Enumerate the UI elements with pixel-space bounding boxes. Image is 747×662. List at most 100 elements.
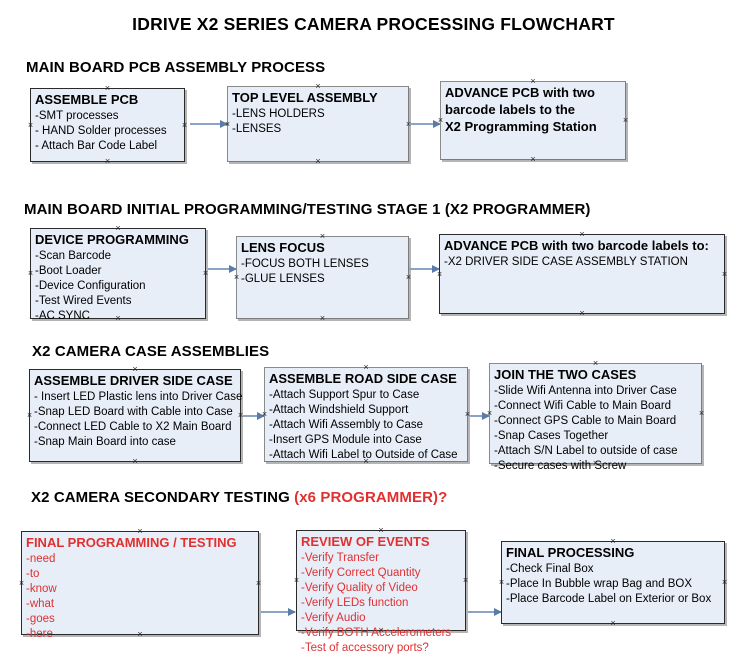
resize-handle-right[interactable]	[721, 579, 728, 586]
resize-handle-bottom[interactable]	[579, 310, 586, 317]
box-line: -Connect GPS Cable to Main Board	[494, 415, 677, 427]
resize-handle-left[interactable]	[27, 122, 34, 129]
resize-handle-bottom[interactable]	[319, 315, 326, 322]
resize-handle-right[interactable]	[462, 577, 469, 584]
box-heading: FINAL PROCESSING	[506, 545, 635, 560]
box-heading: ASSEMBLE ROAD SIDE CASE	[269, 371, 457, 386]
resize-handle-top[interactable]	[592, 360, 599, 367]
box-line: -Attach S/N Label to outside of case	[494, 445, 678, 457]
box-line: -GLUE LENSES	[241, 273, 325, 285]
section-heading-text: MAIN BOARD INITIAL PROGRAMMING/TESTING S…	[24, 201, 591, 218]
page-title: IDRIVE X2 SERIES CAMERA PROCESSING FLOWC…	[132, 14, 615, 34]
resize-handle-right[interactable]	[698, 410, 705, 417]
box-final-processing[interactable]: FINAL PROCESSING -Check Final Box -Place…	[501, 541, 725, 624]
box-line: -X2 DRIVER SIDE CASE ASSEMBLY STATION	[444, 256, 688, 268]
section-heading-main-board-pcb-assembly: MAIN BOARD PCB ASSEMBLY PROCESS	[26, 59, 325, 76]
resize-handle-bottom[interactable]	[315, 158, 322, 165]
box-line: -Slide Wifi Antenna into Driver Case	[494, 385, 677, 397]
resize-handle-top[interactable]	[530, 78, 537, 85]
resize-handle-right[interactable]	[255, 580, 262, 587]
box-lens-focus[interactable]: LENS FOCUS -FOCUS BOTH LENSES -GLUE LENS…	[236, 236, 409, 319]
resize-handle-right[interactable]	[405, 274, 412, 281]
box-assemble-driver-side-case[interactable]: ASSEMBLE DRIVER SIDE CASE - Insert LED P…	[26, 366, 243, 465]
box-assemble-pcb[interactable]: ASSEMBLE PCB -SMT processes - HAND Solde…	[30, 88, 185, 162]
box-line: - Insert LED Plastic lens into Driver Ca…	[34, 391, 243, 403]
box-line: -AC SYNC	[35, 310, 90, 322]
box-join-the-two-cases[interactable]: JOIN THE TWO CASES -Slide Wifi Antenna i…	[489, 360, 705, 472]
box-line: -what	[26, 598, 55, 610]
box-heading: FINAL PROGRAMMING / TESTING	[26, 535, 237, 550]
box-advance-pcb-programming-station[interactable]: ADVANCE PCB with two barcode labels to t…	[440, 81, 626, 160]
box-heading: LENS FOCUS	[241, 240, 325, 255]
connector-road-side-to-join-cases	[470, 411, 490, 420]
box-heading: ASSEMBLE PCB	[35, 92, 139, 107]
connector-device-programming-to-lens-focus	[208, 264, 237, 273]
box-line: -Snap Cases Together	[494, 430, 609, 442]
resize-handle-top[interactable]	[132, 366, 139, 373]
box-line: barcode labels to the	[445, 102, 576, 117]
box-line: -Check Final Box	[506, 563, 594, 575]
arrowhead-icon	[229, 264, 237, 273]
resize-handle-bottom[interactable]	[530, 156, 537, 163]
box-line: -Snap LED Board with Cable into Case	[34, 406, 233, 418]
resize-handle-bottom[interactable]	[610, 620, 617, 627]
box-top-level-assembly[interactable]: TOP LEVEL ASSEMBLY -LENS HOLDERS -LENSES	[227, 86, 409, 162]
arrowhead-icon	[220, 119, 228, 128]
box-line: -Test Wired Events	[35, 295, 132, 307]
connector-review-of-events-to-final-processing	[468, 607, 502, 616]
box-advance-pcb-driver-side-case[interactable]: ADVANCE PCB with two barcode labels to: …	[439, 234, 725, 314]
resize-handle-left[interactable]	[293, 577, 300, 584]
resize-handle-bottom[interactable]	[104, 158, 111, 165]
box-line: X2 Programming Station	[445, 119, 597, 134]
resize-handle-top[interactable]	[104, 85, 111, 92]
box-line: -Attach Wifi Assembly to Case	[269, 419, 424, 431]
box-line: -Connect Wifi Cable to Main Board	[494, 400, 672, 412]
box-line: -Verify LEDs function	[301, 597, 409, 609]
box-line: -here	[26, 628, 53, 640]
arrowhead-icon	[288, 607, 296, 616]
resize-handle-top[interactable]	[610, 538, 617, 545]
box-review-of-events[interactable]: REVIEW OF EVENTS -Verify Transfer -Verif…	[293, 527, 469, 654]
resize-handle-left[interactable]	[18, 580, 25, 587]
resize-handle-top[interactable]	[115, 225, 122, 232]
box-line: -Attach Windshield Support	[269, 404, 409, 416]
section-heading-accent: (x6 PROGRAMMER)?	[294, 489, 448, 506]
resize-handle-right[interactable]	[721, 271, 728, 278]
box-line: -Verify BOTH Accelerometers	[301, 627, 452, 639]
section-heading-x2-camera-case-assemblies: X2 CAMERA CASE ASSEMBLIES	[32, 343, 269, 360]
resize-handle-top[interactable]	[579, 231, 586, 238]
box-device-programming[interactable]: DEVICE PROGRAMMING -Scan Barcode -Boot L…	[27, 225, 209, 322]
box-line: - HAND Solder processes	[35, 125, 167, 137]
resize-handle-right[interactable]	[181, 122, 188, 129]
connector-final-programming-to-review-of-events	[261, 607, 296, 616]
box-line: -need	[26, 553, 56, 565]
resize-handle-top[interactable]	[363, 364, 370, 371]
section-heading-text: MAIN BOARD PCB ASSEMBLY PROCESS	[26, 59, 326, 76]
box-line: -Snap Main Board into case	[34, 436, 176, 448]
resize-handle-top[interactable]	[137, 528, 144, 535]
box-final-programming-testing[interactable]: FINAL PROGRAMMING / TESTING -need -to -k…	[18, 528, 262, 640]
resize-handle-top[interactable]	[319, 233, 326, 240]
resize-handle-left[interactable]	[26, 412, 33, 419]
connector-lens-focus-to-advance-pcb-driver-side	[409, 264, 440, 273]
connector-top-level-assembly-to-advance-pcb	[409, 119, 441, 128]
resize-handle-right[interactable]	[622, 117, 629, 124]
box-line: -Scan Barcode	[35, 250, 112, 262]
box-heading: TOP LEVEL ASSEMBLY	[232, 90, 378, 105]
resize-handle-bottom[interactable]	[132, 458, 139, 465]
box-assemble-road-side-case[interactable]: ASSEMBLE ROAD SIDE CASE -Attach Support …	[264, 367, 468, 462]
resize-handle-top[interactable]	[315, 83, 322, 90]
section-heading-text: X2 CAMERA CASE ASSEMBLIES	[32, 343, 270, 360]
arrowhead-icon	[257, 411, 265, 420]
resize-handle-top[interactable]	[378, 527, 385, 534]
box-line: -Place In Bubble wrap Bag and BOX	[506, 578, 693, 590]
resize-handle-left[interactable]	[27, 270, 34, 277]
box-line: -SMT processes	[35, 110, 119, 122]
resize-handle-right[interactable]	[202, 270, 209, 277]
resize-handle-left[interactable]	[498, 579, 505, 586]
resize-handle-left[interactable]	[233, 274, 240, 281]
box-line: -Boot Loader	[35, 265, 102, 277]
box-line: -Verify Transfer	[301, 552, 379, 564]
box-line: -FOCUS BOTH LENSES	[241, 258, 369, 270]
